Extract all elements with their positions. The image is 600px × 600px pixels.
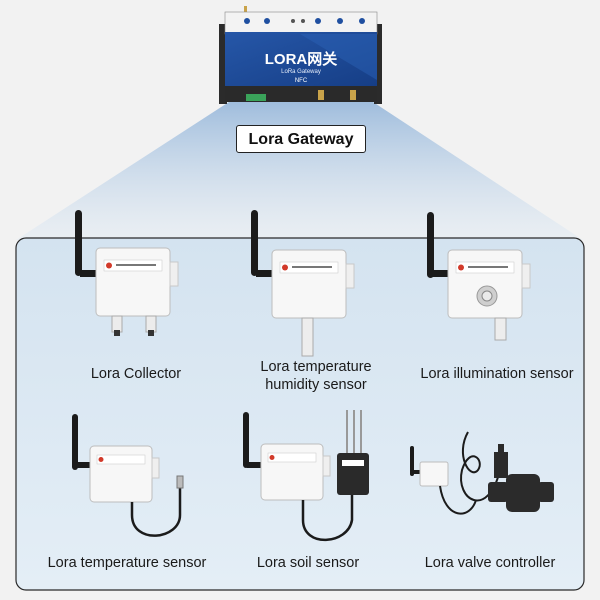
gateway-title: Lora Gateway — [236, 125, 366, 153]
illumination-device — [427, 212, 531, 341]
temp-humidity-device — [251, 210, 355, 357]
gateway-panel-sub: LoRa Gateway — [281, 69, 321, 75]
gateway-panel-nfc: NFC — [295, 78, 308, 84]
gateway-device: LORA网关 LoRa Gateway NFC — [219, 6, 382, 104]
device-label-valve: Lora valve controller — [424, 555, 556, 571]
device-label-collector: Lora Collector — [90, 366, 182, 382]
device-label-soil: Lora soil sensor — [256, 555, 360, 571]
temperature-device — [72, 414, 184, 537]
soil-device — [243, 410, 369, 542]
collector-device — [75, 210, 179, 336]
device-label-temp-humidity: Lora temperature humidity sensor — [260, 359, 372, 393]
valve-device — [410, 431, 554, 515]
device-label-illumination: Lora illumination sensor — [420, 366, 574, 382]
devices-panel — [15, 237, 585, 591]
device-label-temperature: Lora temperature sensor — [47, 555, 207, 571]
signal-beam — [16, 100, 583, 240]
gateway-panel-text: LORA网关 — [265, 50, 338, 68]
